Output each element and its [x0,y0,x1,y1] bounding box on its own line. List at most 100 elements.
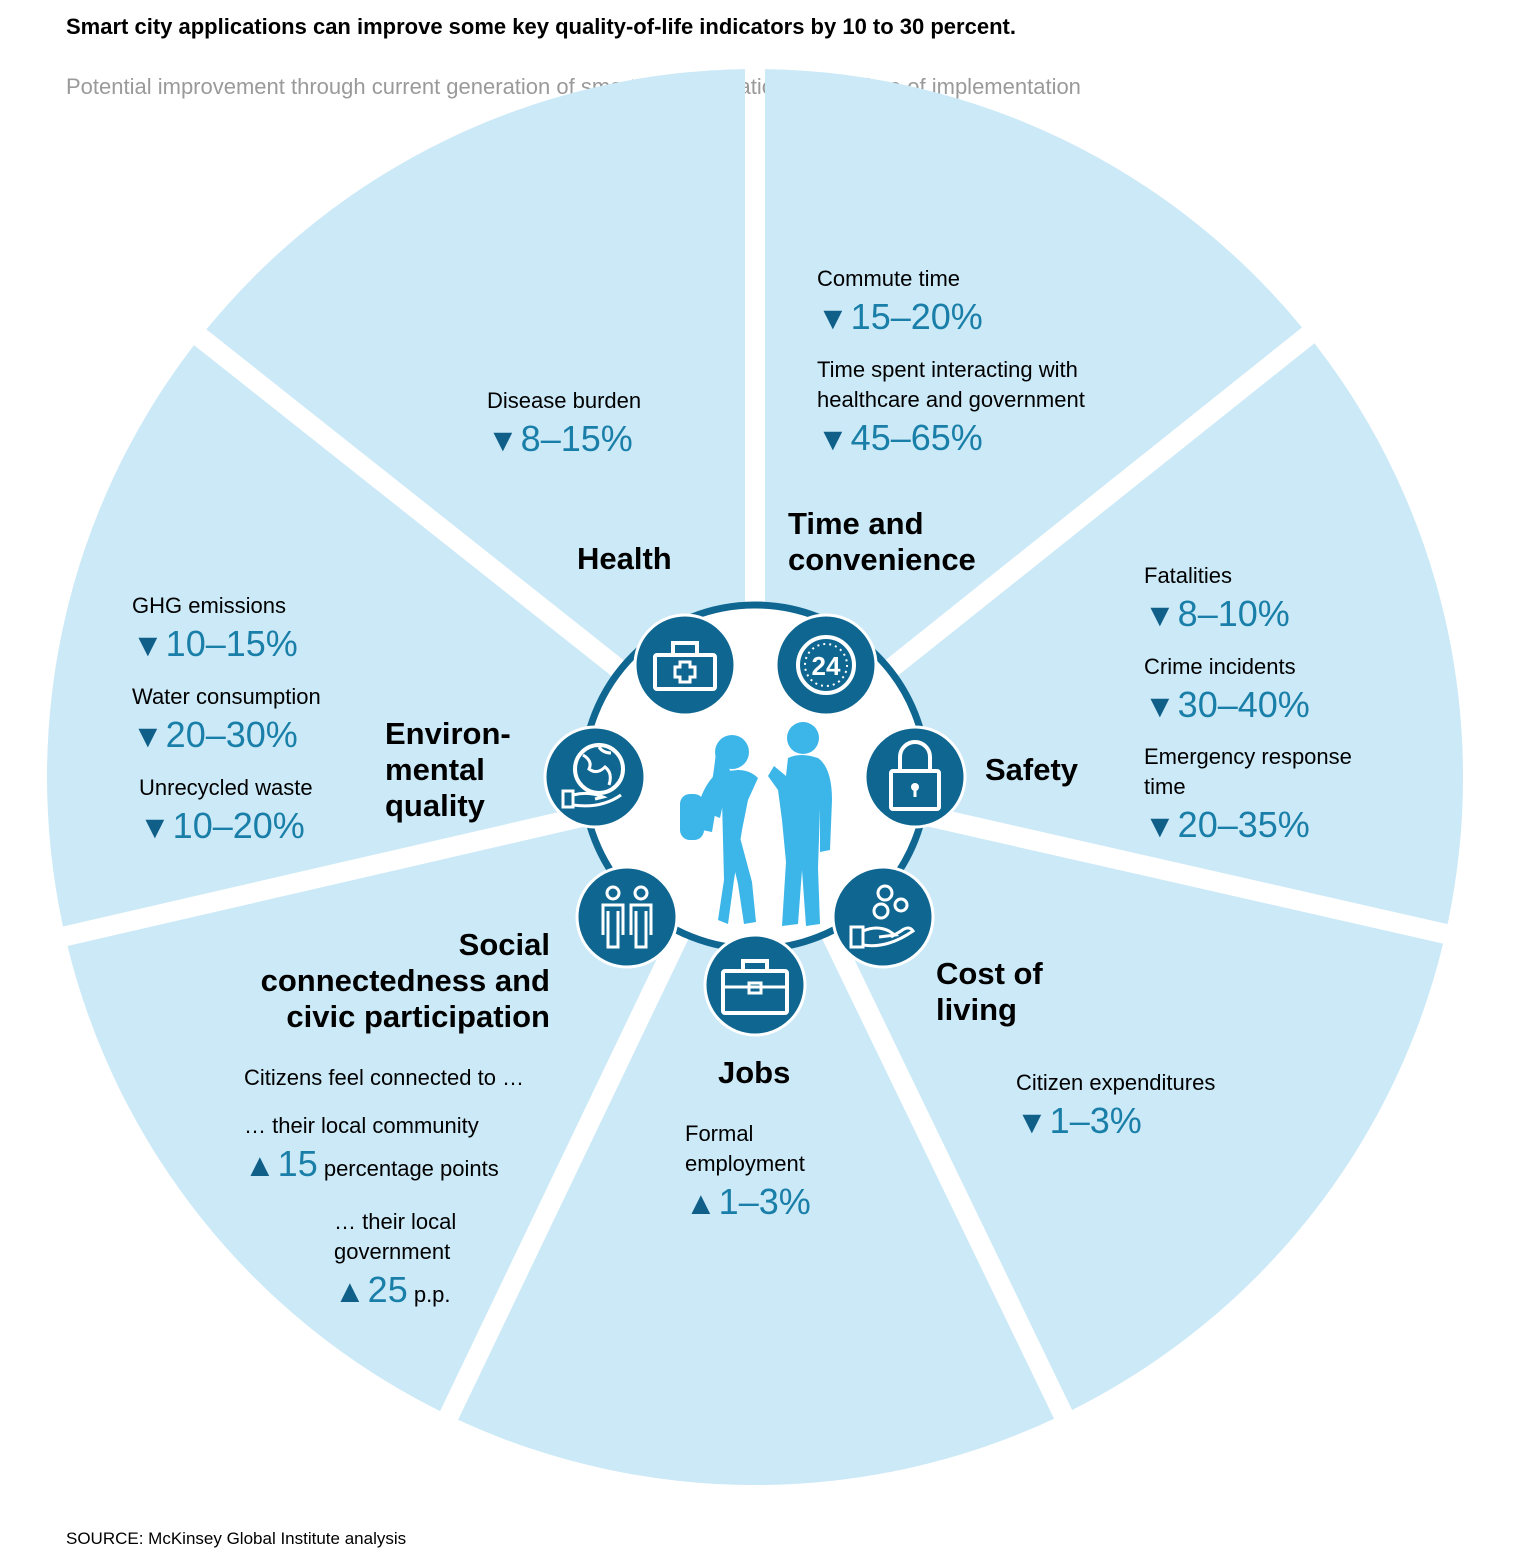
metric-label-line: GHG emissions [132,593,287,618]
padlock-icon [863,725,967,829]
metric-label-line: government [334,1239,451,1264]
arrow-down-icon: ▼ [817,300,849,336]
arrow-down-icon: ▼ [1016,1104,1048,1140]
arrow-down-icon: ▼ [1144,808,1176,844]
category-title-line: mental [385,752,485,787]
metric-label-line: Fatalities [1144,563,1233,588]
category-title-jobs: Jobs [718,1055,790,1091]
metric-label-line: … their local [334,1209,457,1234]
category-title-line: Cost of [936,956,1043,991]
metric-label-environment-2: Unrecycled waste [139,773,313,803]
people-figures-icon [680,722,832,926]
metric-value-environment-1: ▼20–30% [132,714,298,757]
metric-unit: percentage points [317,1156,499,1181]
metric-label-environment-0: GHG emissions [132,591,286,621]
metric-label-safety-2: Emergency response time [1144,742,1352,802]
arrow-up-icon: ▲ [334,1273,366,1309]
metric-value-number: 20–30% [165,714,298,755]
category-title-health: Health [577,541,672,577]
category-title-line: convenience [788,542,976,577]
segment-jobs [458,781,1055,1486]
metric-value-environment-0: ▼10–15% [132,623,298,666]
metric-label-line: Time spent interacting with [817,357,1078,382]
hand-coins-icon [831,865,935,969]
metric-value-number: 45–65% [850,417,983,458]
arrow-down-icon: ▼ [487,422,519,458]
category-title-safety: Safety [985,752,1078,788]
metric-label-health-0: Disease burden [487,386,641,416]
category-title-line: living [936,992,1017,1027]
category-title-line: Time and [788,506,924,541]
metric-label-line: Commute time [817,266,961,291]
category-title-line: Health [577,541,672,576]
metric-value-number: 15–20% [850,296,983,337]
svg-text:24: 24 [812,651,841,681]
category-title-line: quality [385,788,485,823]
metric-value-number: 25 [367,1269,408,1310]
segment-health [206,69,762,778]
metric-label-jobs-0: Formal employment [685,1119,805,1179]
chart-title: Smart city applications can improve some… [66,14,1016,39]
metric-label-social-1: … their local government [334,1207,456,1267]
segment-time [748,69,1302,778]
metric-value-number: 1–3% [1049,1100,1142,1141]
arrow-down-icon: ▼ [139,809,171,845]
metric-value-health-0: ▼8–15% [487,418,633,461]
metric-value-number: 8–10% [1177,593,1290,634]
briefcase-icon [703,933,807,1037]
social-intro-text: Citizens feel connected to … [244,1065,525,1090]
metric-label-time-1: Time spent interacting with healthcare an… [817,355,1085,415]
metric-label-line: Unrecycled waste [139,775,313,800]
metric-value-social-1: ▲25 p.p. [334,1269,451,1316]
globe-hand-icon [543,725,647,829]
category-title-line: Environ- [385,716,511,751]
category-title-line: connectedness and [260,963,550,998]
metric-label-line: healthcare and government [817,387,1085,412]
arrow-up-icon: ▲ [685,1185,717,1221]
arrow-down-icon: ▼ [1144,597,1176,633]
metric-value-number: 30–40% [1177,684,1310,725]
metric-value-number: 10–20% [172,805,305,846]
metric-value-cost-0: ▼1–3% [1016,1100,1142,1143]
metric-label-time-0: Commute time [817,264,960,294]
metric-label-line: Emergency response [1144,744,1352,769]
arrow-up-icon: ▲ [244,1147,276,1183]
metric-value-social-0: ▲15 percentage points [244,1143,499,1190]
metric-value-number: 15 [277,1143,318,1184]
category-title-line: Safety [985,752,1079,787]
metric-value-safety-0: ▼8–10% [1144,593,1290,636]
arrow-down-icon: ▼ [132,718,164,754]
metric-label-line: Citizen expenditures [1016,1070,1216,1095]
metric-value-number: 8–15% [520,418,633,459]
metric-value-environment-2: ▼10–20% [139,805,305,848]
metric-label-line: … their local community [244,1113,479,1138]
metric-unit: p.p. [407,1282,451,1307]
arrow-down-icon: ▼ [1144,688,1176,724]
metric-value-number: 10–15% [165,623,298,664]
metric-label-safety-0: Fatalities [1144,561,1232,591]
metric-label-line: time [1144,774,1186,799]
metric-value-jobs-0: ▲1–3% [685,1181,811,1224]
metric-label-line: Disease burden [487,388,642,413]
arrow-down-icon: ▼ [132,627,164,663]
metric-label-social-0: … their local community [244,1111,479,1141]
category-title-line: civic participation [286,999,550,1034]
medical-kit-icon [633,613,737,717]
arrow-down-icon: ▼ [817,421,849,457]
metric-value-safety-2: ▼20–35% [1144,804,1310,847]
source-note: SOURCE: McKinsey Global Institute analys… [66,1529,407,1548]
metric-label-line: Water consumption [132,684,321,709]
metric-label-environment-1: Water consumption [132,682,321,712]
category-title-line: Social [458,927,550,962]
metric-label-cost-0: Citizen expenditures [1016,1068,1215,1098]
metric-value-number: 20–35% [1177,804,1310,845]
two-people-icon [575,865,679,969]
metric-label-line: Crime incidents [1144,654,1296,679]
metric-label-line: employment [685,1151,805,1176]
metric-label-line: Formal [685,1121,754,1146]
category-title-line: Jobs [718,1055,791,1090]
metric-label-safety-1: Crime incidents [1144,652,1296,682]
